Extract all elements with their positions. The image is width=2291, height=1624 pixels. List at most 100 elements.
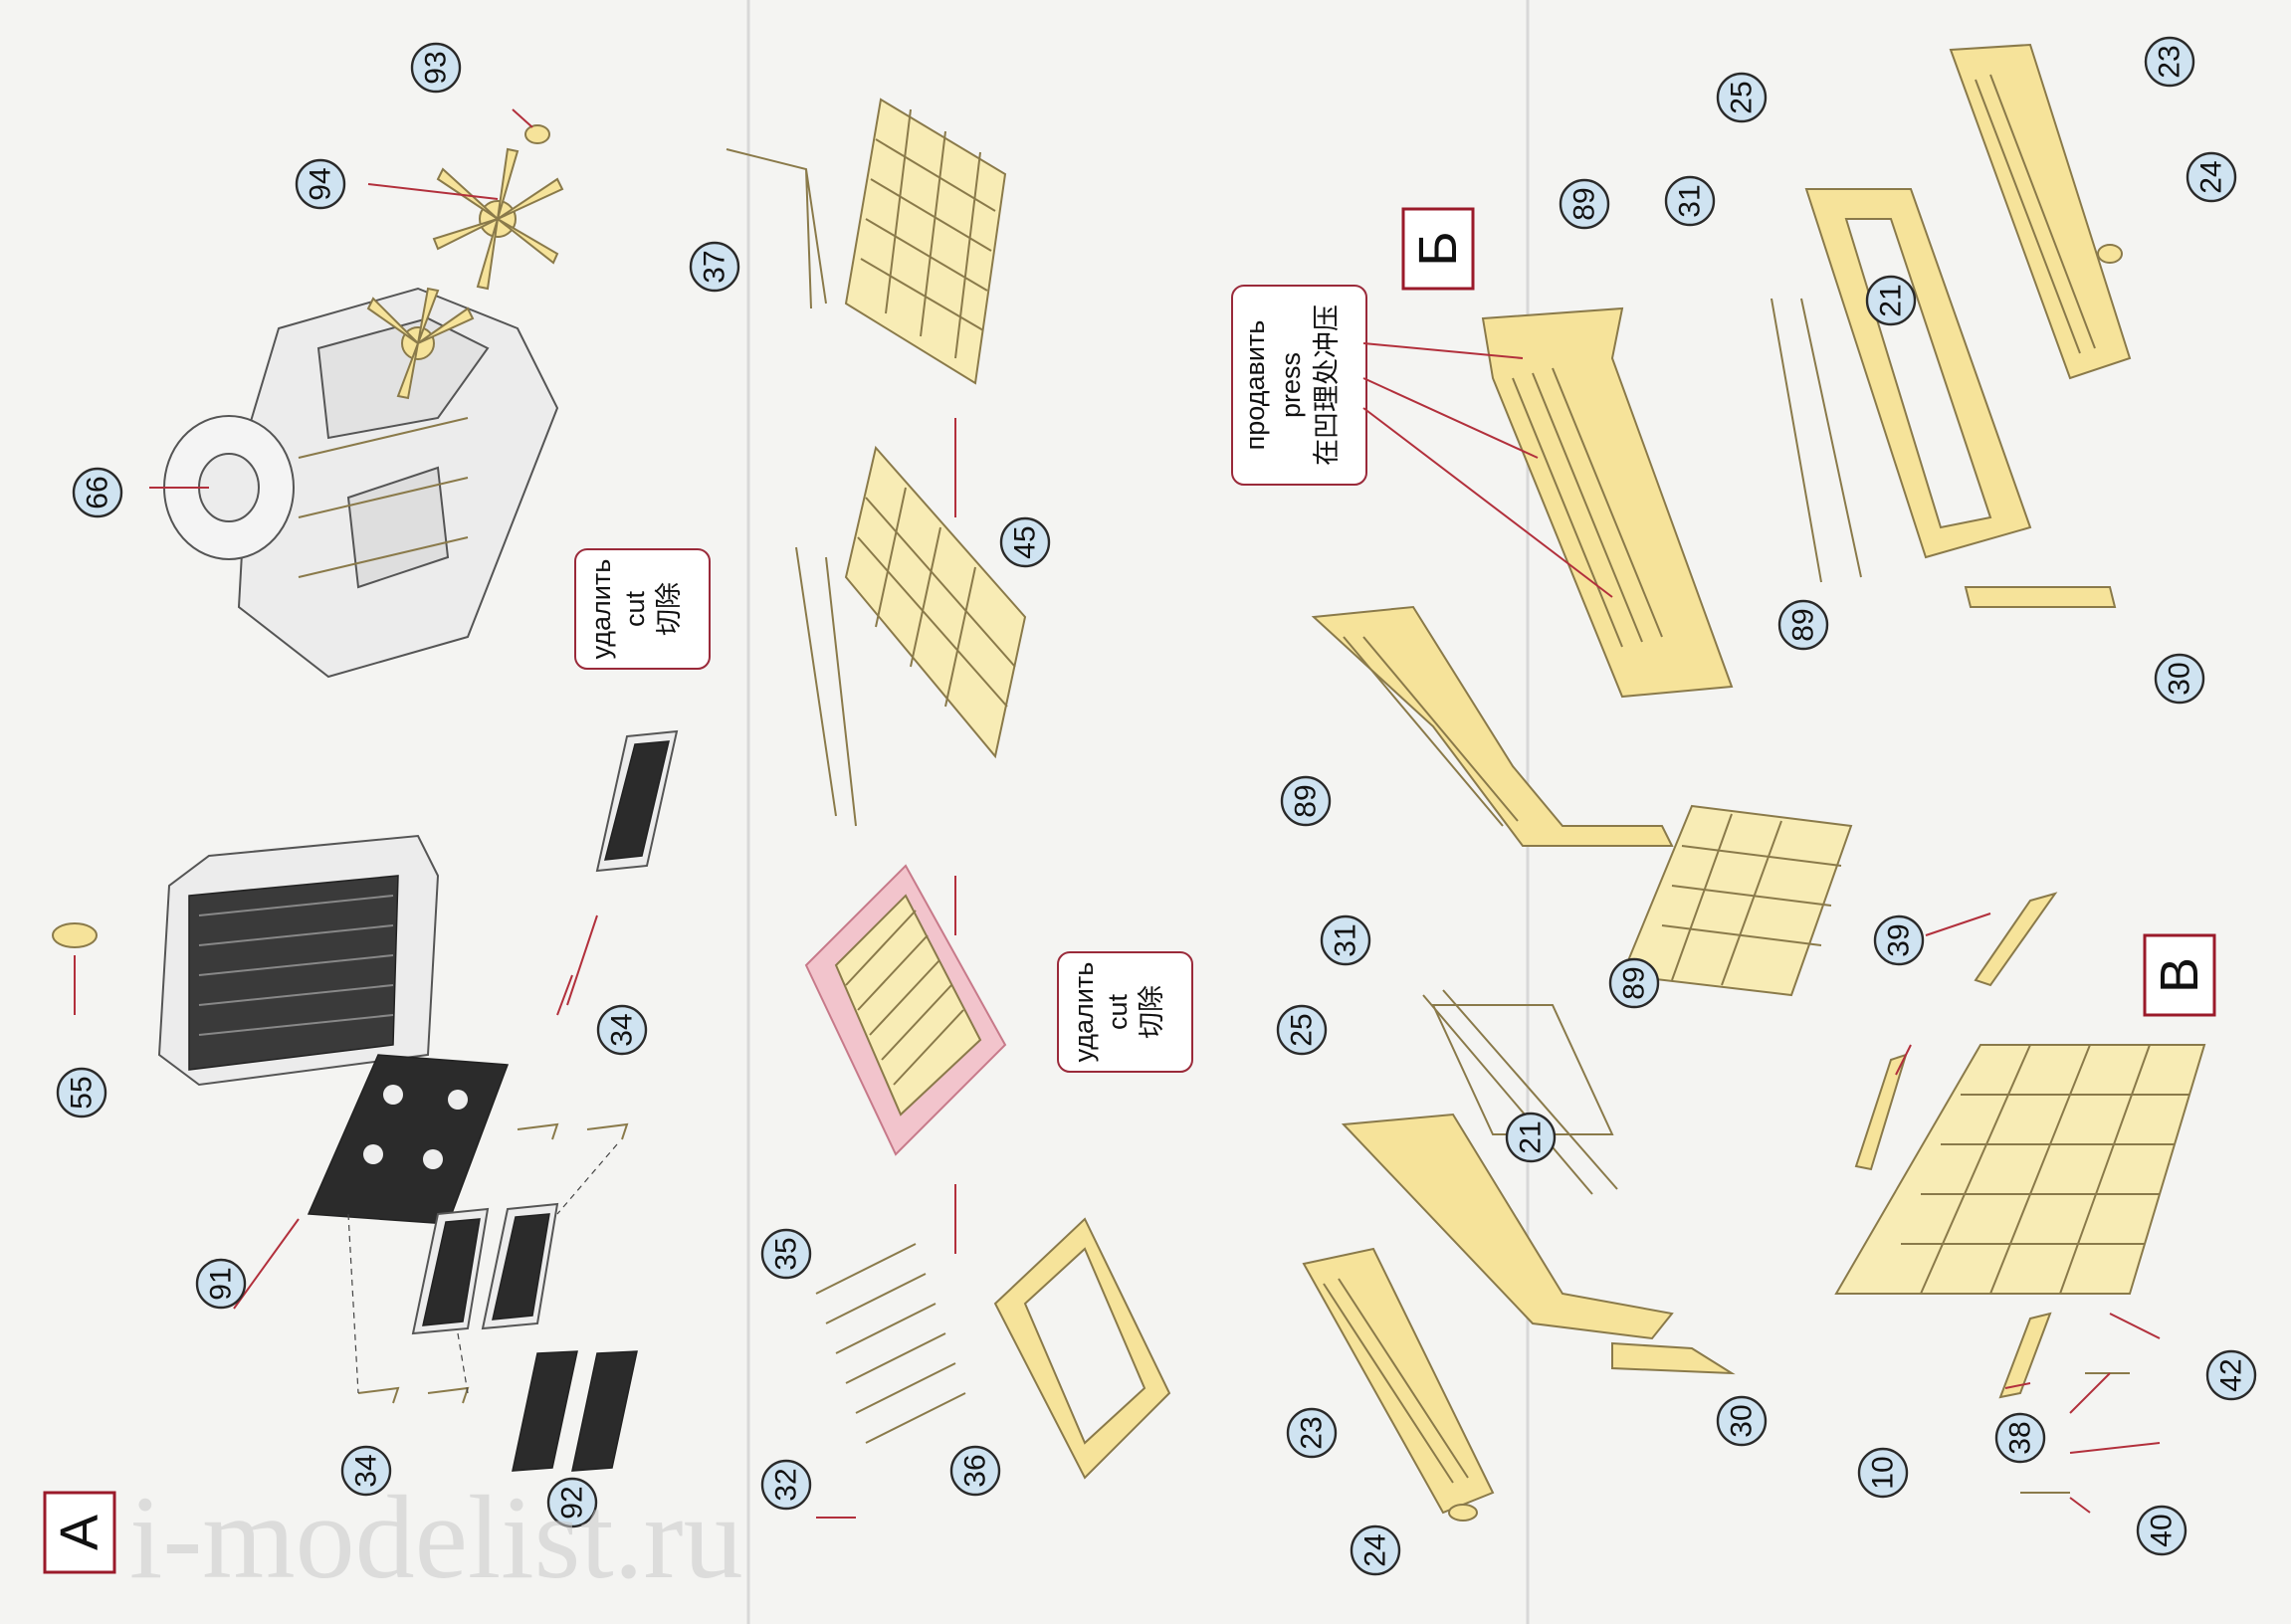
part-callout-10: 10 [1857, 1447, 1909, 1499]
part-callout-89: 89 [1777, 599, 1829, 651]
bracket-30-lower [1611, 1341, 1736, 1375]
svg-text:В: В [2150, 957, 2209, 993]
part-callout-number: 31 [1674, 184, 1707, 217]
cut-frame [804, 864, 1007, 1156]
part-callout-37: 37 [689, 241, 740, 293]
nut-24-upper [2097, 244, 2123, 264]
part-callout-21: 21 [1505, 1112, 1557, 1163]
part-callout-25: 25 [1276, 1004, 1328, 1056]
part-callout-89: 89 [1280, 775, 1332, 827]
part-callout-91: 91 [195, 1258, 247, 1310]
grille-plate [307, 1054, 510, 1225]
part-callout-31: 31 [1664, 175, 1716, 227]
part-callout-38: 38 [1994, 1412, 2046, 1464]
part-callout-number: 92 [556, 1486, 589, 1519]
part-callout-number: 34 [606, 1013, 639, 1046]
part-callout-number: 10 [1867, 1456, 1900, 1489]
part-callout-94: 94 [295, 158, 346, 210]
cut-label-1-ru: удалить [586, 559, 616, 660]
part-callout-30: 30 [1716, 1395, 1768, 1447]
cap-part [52, 922, 98, 948]
part-callout-number: 89 [1618, 966, 1651, 999]
part-callout-92: 92 [546, 1477, 598, 1528]
nut-24-lower [1448, 1504, 1478, 1522]
part-callout-number: 66 [82, 476, 114, 508]
part-callout-number: 30 [1726, 1404, 1759, 1437]
engine-illustration [163, 287, 559, 679]
part-callout-number: 38 [2004, 1421, 2037, 1454]
part-callout-number: 93 [420, 51, 453, 84]
part-callout-number: 21 [1515, 1120, 1548, 1153]
part-callout-number: 24 [2195, 160, 2228, 193]
part-callout-55: 55 [56, 1067, 107, 1118]
side-panel-23-lower [1302, 1247, 1495, 1515]
section-marker-b: Б [1401, 207, 1475, 291]
svg-text:Б: Б [1408, 231, 1468, 266]
cut-label-2-en: cut [1103, 993, 1133, 1030]
cut-label-2-ru: удалить [1069, 962, 1099, 1063]
press-label-ru: продавить [1240, 320, 1270, 451]
part-callout-number: 40 [2146, 1514, 2179, 1546]
part-callout-number: 42 [2215, 1358, 2248, 1391]
part-callout-number: 94 [305, 167, 337, 200]
part-callout-number: 23 [2154, 45, 2187, 78]
svg-text:А: А [50, 1515, 109, 1550]
part-callout-23: 23 [1286, 1407, 1338, 1459]
part-callout-number: 32 [770, 1468, 803, 1501]
part-callout-number: 35 [770, 1237, 803, 1270]
part-callout-number: 45 [1009, 525, 1042, 558]
part-callout-number: 89 [1787, 608, 1820, 641]
side-panel-23-upper [1949, 43, 2132, 380]
part-callout-number: 23 [1296, 1416, 1329, 1449]
frame-part-bottom [815, 1217, 1171, 1480]
bracket-parts [357, 1122, 629, 1404]
part-callout-number: 37 [699, 250, 731, 283]
part-callout-34: 34 [340, 1445, 392, 1497]
fan-illustration [366, 147, 564, 400]
section-marker-a: А [43, 1491, 116, 1574]
press-label-zh: 在凹理处冲压 [1312, 304, 1342, 466]
part-callout-93: 93 [410, 42, 462, 94]
section-marker-v: В [2143, 933, 2216, 1017]
cut-label-1: удалить cut 切除 [574, 548, 711, 670]
core-detail [595, 729, 679, 873]
part-callout-number: 31 [1330, 923, 1362, 956]
part-callout-number: 89 [1568, 187, 1601, 220]
part-callout-number: 24 [1359, 1533, 1392, 1566]
rod-39-lower [1854, 1053, 1908, 1171]
part-38 [1998, 1312, 2052, 1399]
side-frame-25-upper [1804, 188, 2032, 559]
cut-label-2: удалить cut 切除 [1057, 951, 1193, 1073]
frame-part-top [726, 98, 1007, 385]
side-frame-25 [1341, 1004, 1674, 1340]
part-callout-25: 25 [1716, 72, 1768, 123]
part-callout-89: 89 [1559, 178, 1610, 230]
mesh-parts [512, 1350, 638, 1472]
rods-31-upper [1770, 298, 1862, 583]
part-callout-39: 39 [1873, 914, 1925, 966]
part-callout-number: 34 [350, 1454, 383, 1487]
part-callout-34: 34 [596, 1004, 648, 1056]
part-callout-40: 40 [2136, 1505, 2187, 1556]
side-panel-89 [1311, 306, 1734, 847]
part-callout-89: 89 [1608, 957, 1660, 1009]
bracket-30-upper [1964, 586, 2117, 608]
rods-31-lower [1422, 989, 1618, 1195]
nut-part [524, 124, 550, 144]
part-callout-number: 89 [1290, 784, 1323, 817]
rod-39-upper [1974, 892, 2058, 987]
frame-part-45 [795, 445, 1027, 827]
part-callout-number: 21 [1875, 284, 1908, 316]
part-callout-35: 35 [760, 1228, 812, 1280]
part-callout-30: 30 [2154, 653, 2205, 705]
part-callout-24: 24 [1350, 1524, 1401, 1576]
core-parts [411, 1202, 559, 1335]
press-label-en: press [1276, 352, 1306, 418]
part-callout-number: 30 [2164, 662, 2196, 695]
chassis-frame-v [1834, 1044, 2206, 1295]
part-callout-32: 32 [760, 1459, 812, 1511]
part-callout-42: 42 [2205, 1349, 2257, 1401]
